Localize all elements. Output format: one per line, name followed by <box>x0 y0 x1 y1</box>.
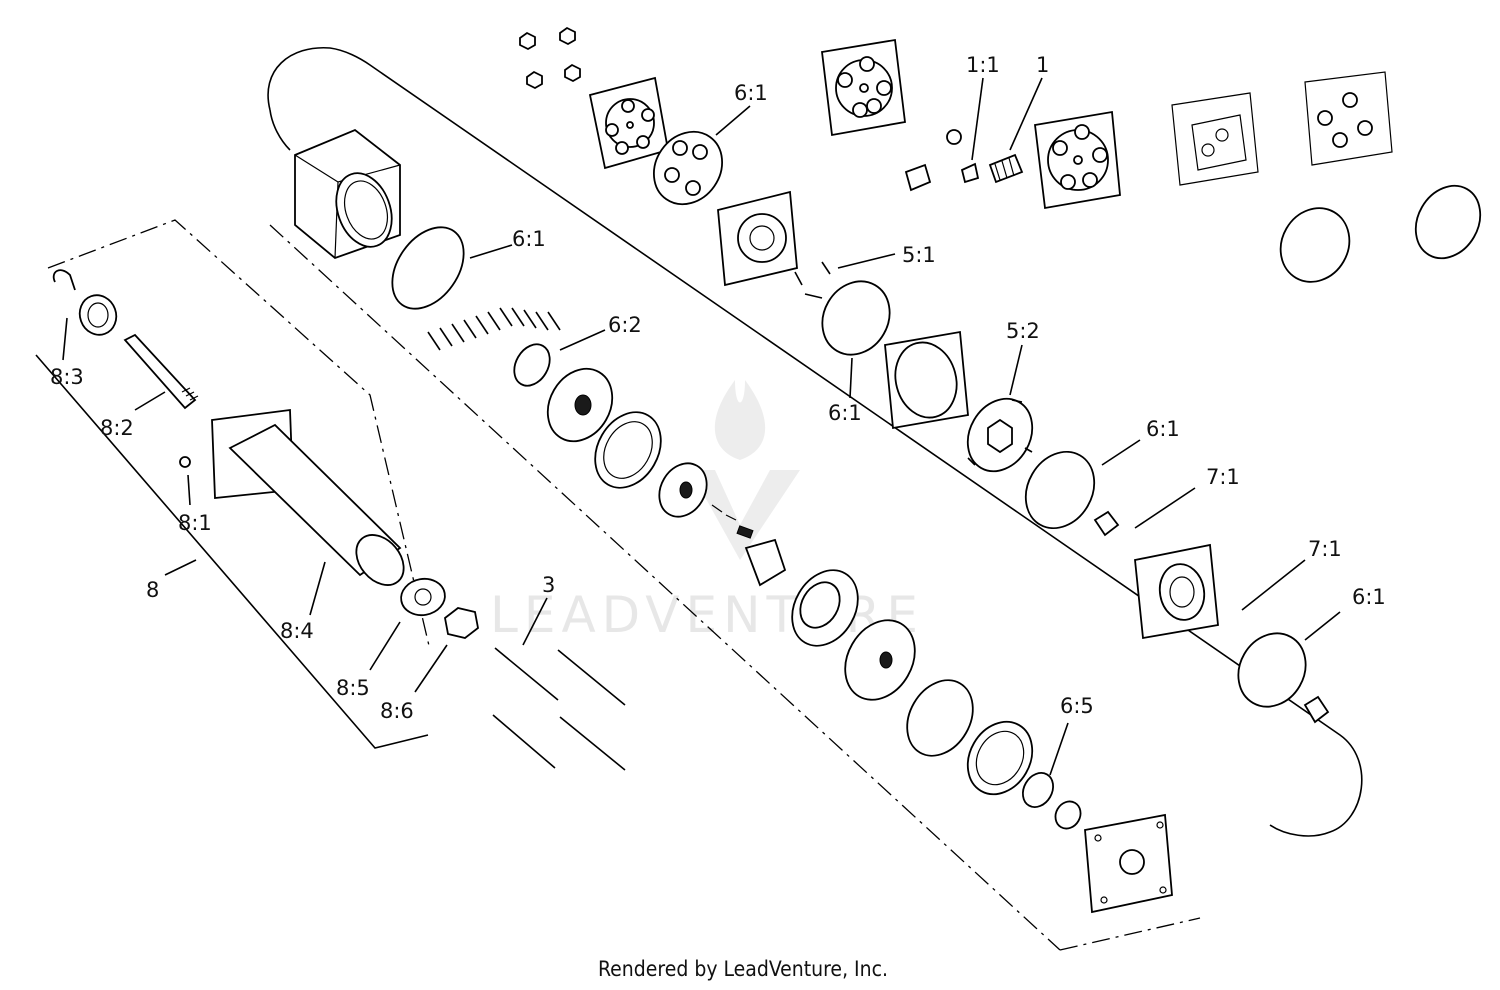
label-6-1-top: 6:1 <box>734 81 768 105</box>
label-7-1-a: 7:1 <box>1206 465 1240 489</box>
label-3: 3 <box>542 573 555 597</box>
pins-5-1 <box>794 261 831 299</box>
port-plate-b <box>821 38 906 137</box>
label-6-1-c: 6:1 <box>828 401 862 425</box>
bearing-housing <box>294 128 401 260</box>
manifold-plate <box>717 190 798 287</box>
o-rings-right <box>1279 184 1482 283</box>
ring-6-2 <box>513 343 551 387</box>
end-cover-plate <box>1134 543 1219 640</box>
port-plate-c <box>1034 110 1121 210</box>
group-8-bracket <box>35 219 431 749</box>
label-8-4: 8:4 <box>280 619 314 643</box>
shaft-group-8 <box>52 269 479 639</box>
pin-row <box>427 307 561 351</box>
label-8-5: 8:5 <box>336 676 370 700</box>
port-plate-a <box>588 76 670 170</box>
label-8-2: 8:2 <box>100 416 134 440</box>
label-5-2: 5:2 <box>1006 319 1040 343</box>
label-7-1-b: 7:1 <box>1308 537 1342 561</box>
o-ring-6-1-d <box>1024 450 1096 530</box>
top-nuts <box>519 26 581 90</box>
label-6-1-e: 6:1 <box>1352 585 1386 609</box>
o-ring-6-1-a <box>391 226 465 310</box>
label-5-1: 5:1 <box>902 243 936 267</box>
plug-7-1-a <box>1093 510 1120 537</box>
mounting-flange <box>1084 813 1173 914</box>
label-1: 1 <box>1036 53 1049 77</box>
relief-valve-parts <box>904 129 1024 192</box>
label-6-5: 6:5 <box>1060 694 1094 718</box>
label-8: 8 <box>146 578 159 602</box>
plug-7-1-b <box>1303 695 1330 724</box>
label-8-1: 8:1 <box>178 511 212 535</box>
label-6-1-mid: 6:1 <box>512 227 546 251</box>
bolts-3 <box>492 647 626 771</box>
label-1-1: 1:1 <box>966 53 1000 77</box>
seal-plate <box>653 130 723 206</box>
wear-plate <box>884 330 969 430</box>
valve-ring-5-2 <box>966 397 1034 473</box>
label-6-1-d: 6:1 <box>1146 417 1180 441</box>
footer-credit: Rendered by LeadVenture, Inc. <box>598 957 888 981</box>
o-ring-6-1-b <box>821 280 891 356</box>
rotor-set <box>546 367 1082 830</box>
label-8-3: 8:3 <box>50 365 84 389</box>
label-6-2: 6:2 <box>608 313 642 337</box>
label-8-6: 8:6 <box>380 699 414 723</box>
callout-labels: 1 1:1 6:1 6:1 5:1 6:2 5:2 6:1 6:1 7:1 7:… <box>50 53 1386 723</box>
assembly-outline <box>267 47 1363 951</box>
o-ring-6-1-e <box>1237 632 1307 708</box>
end-plates-right <box>1171 71 1393 186</box>
leader-lines <box>62 77 1341 776</box>
